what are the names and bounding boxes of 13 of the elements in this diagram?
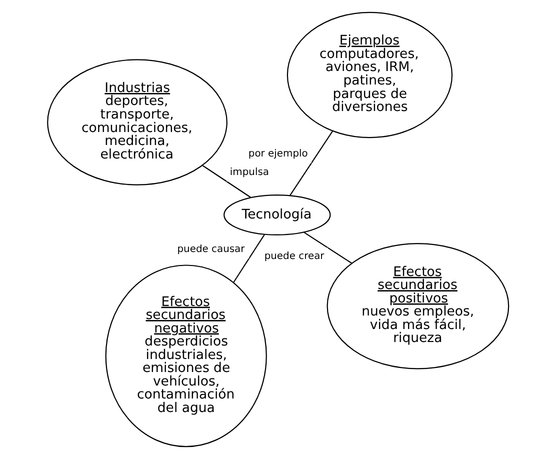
edge-label: impulsa	[230, 167, 269, 178]
node-ellipse: Industrias deportes, transporte, comunicaciones, medicina, electrónica	[47, 59, 228, 186]
connector	[202, 164, 252, 198]
node-ellipse: Efectos secundarios positivos nuevos empleos, vida más fácil, riqueza	[326, 243, 510, 370]
connector	[233, 234, 265, 283]
node-ellipse: Efectos secundarios negativos desperdicios industriales, emisiones de vehículos, contaminación del agua	[105, 264, 267, 448]
connector	[304, 232, 352, 264]
edge-label: por ejemplo	[248, 148, 308, 160]
node-ellipse: Ejemplos computadores, aviones, IRM, patines, parques de diversiones	[286, 12, 453, 138]
node-ellipse: Tecnología	[224, 194, 331, 236]
edge-label: puede causar	[177, 244, 245, 256]
connector	[290, 130, 334, 196]
edge-label: puede crear	[264, 251, 324, 262]
